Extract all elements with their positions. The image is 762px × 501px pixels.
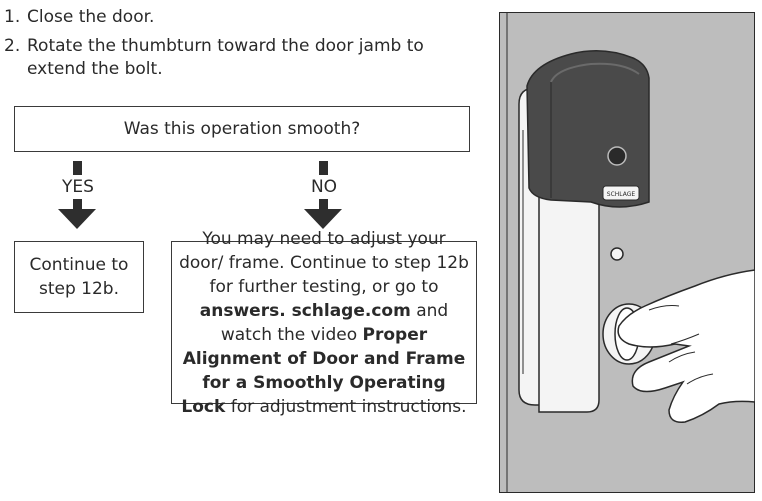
button-icon bbox=[610, 247, 624, 261]
step-number: 1. bbox=[4, 7, 21, 27]
yes-arrow-down-icon bbox=[58, 209, 96, 229]
no-result-text: You may need to adjust your door/ frame.… bbox=[178, 227, 470, 419]
finger-line bbox=[668, 351, 696, 363]
yes-arrow-stem-lower bbox=[73, 199, 82, 209]
finger-line bbox=[670, 333, 700, 345]
finger-line bbox=[648, 305, 680, 311]
yes-result-box: Continue to step 12b. bbox=[14, 241, 144, 313]
no-text-part-2: and watch the video bbox=[220, 300, 449, 345]
brand-text: SCHLAGE bbox=[607, 191, 636, 198]
yes-label: YES bbox=[62, 177, 94, 197]
no-arrow-stem bbox=[319, 161, 328, 175]
yes-arrow-stem bbox=[73, 161, 82, 175]
no-text-part-3: for adjustment instructions. bbox=[225, 396, 467, 417]
question-box: Was this operation smooth? bbox=[14, 106, 470, 152]
yes-result-text: Continue to step 12b. bbox=[29, 255, 129, 299]
step-number: 2. bbox=[4, 36, 21, 56]
no-text-part-1: You may need to adjust your door/ frame.… bbox=[179, 228, 469, 297]
lock-body bbox=[526, 50, 650, 208]
no-label: NO bbox=[310, 177, 338, 197]
no-arrow-stem-lower bbox=[319, 199, 328, 209]
step-item: 2. Rotate the thumbturn toward the door … bbox=[4, 35, 484, 81]
step-text: Close the door. bbox=[27, 7, 155, 27]
no-result-box: You may need to adjust your door/ frame.… bbox=[171, 229, 477, 417]
question-text: Was this operation smooth? bbox=[123, 119, 361, 139]
body-highlight bbox=[550, 62, 640, 83]
step-text: Rotate the thumbturn toward the door jam… bbox=[27, 36, 424, 79]
step-item: 1. Close the door. bbox=[4, 6, 484, 29]
finger-line bbox=[686, 373, 714, 385]
hand-icon bbox=[617, 269, 755, 423]
sensor-icon bbox=[607, 146, 627, 166]
brand-plate bbox=[602, 185, 640, 201]
answers-link[interactable]: answers. schlage.com bbox=[199, 300, 411, 321]
no-arrow-down-icon bbox=[304, 209, 342, 229]
instruction-steps: 1. Close the door. 2. Rotate the thumbtu… bbox=[4, 6, 484, 87]
lock-illustration: SCHLAGE bbox=[499, 12, 755, 493]
video-title: Proper Alignment of Door and Frame for a… bbox=[181, 324, 466, 417]
